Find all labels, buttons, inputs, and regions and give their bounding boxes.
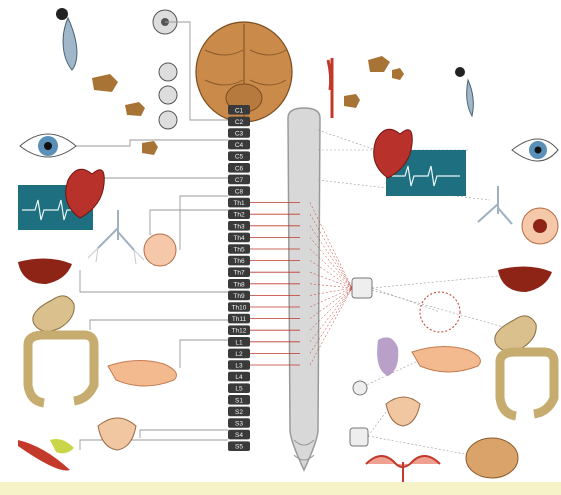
- vertebra-label: S4: [235, 432, 243, 439]
- mesenteric-ganglion: [353, 381, 367, 395]
- vertebra-label: C8: [235, 189, 244, 196]
- vertebra-label: C6: [235, 165, 244, 172]
- vertebra-label: S3: [235, 421, 243, 428]
- sympathetic-trunk: [288, 108, 320, 470]
- vertebra-label: Th4: [233, 235, 245, 242]
- vertebra-label: L4: [235, 374, 243, 381]
- vertebra-label: Th2: [233, 212, 245, 219]
- right-pelvic-organ: [466, 438, 518, 478]
- pelvic-ganglion: [350, 428, 368, 446]
- right-alveolus-core: [533, 219, 547, 233]
- vertebra-label: S1: [235, 397, 243, 404]
- vertebra-label: C5: [235, 154, 244, 161]
- sympathetic-chain-body: [288, 108, 320, 470]
- right-pupil-icon: [455, 67, 465, 77]
- vertebra-label: Th12: [232, 328, 247, 335]
- vertebra-label: Th8: [233, 281, 245, 288]
- vertebra-label: Th10: [232, 305, 247, 312]
- vertebra-label: L5: [235, 386, 243, 393]
- vertebra-label: L3: [235, 363, 243, 370]
- vertebra-label: C3: [235, 131, 244, 138]
- vertebra-label: Th3: [233, 223, 245, 230]
- vertebra-label: Th7: [233, 270, 245, 277]
- vertebra-label: Th9: [233, 293, 245, 300]
- vertebra-label: Th1: [233, 200, 245, 207]
- vertebra-label: S2: [235, 409, 243, 416]
- pupil-icon: [56, 8, 68, 20]
- floor-band: [0, 482, 561, 495]
- vertebra-label: L2: [235, 351, 243, 358]
- vertebra-label: Th5: [233, 247, 245, 254]
- vertebra-label: C2: [235, 119, 244, 126]
- vertebra-label: L1: [235, 339, 243, 346]
- ganglion-circle-2: [159, 63, 177, 81]
- left-alveolus: [144, 234, 176, 266]
- vertebra-label: C4: [235, 142, 244, 149]
- ganglion-circle-4: [159, 111, 177, 129]
- vertebra-label: S5: [235, 444, 243, 451]
- vertebra-label: Th11: [232, 316, 247, 323]
- celiac-ganglion: [352, 278, 372, 298]
- right-pupil: [535, 147, 542, 154]
- vertebra-label: C7: [235, 177, 244, 184]
- vertebra-label: Th6: [233, 258, 245, 265]
- ganglion-circle-3: [159, 86, 177, 104]
- vertebra-label: C1: [235, 107, 244, 114]
- left-pupil: [44, 142, 52, 150]
